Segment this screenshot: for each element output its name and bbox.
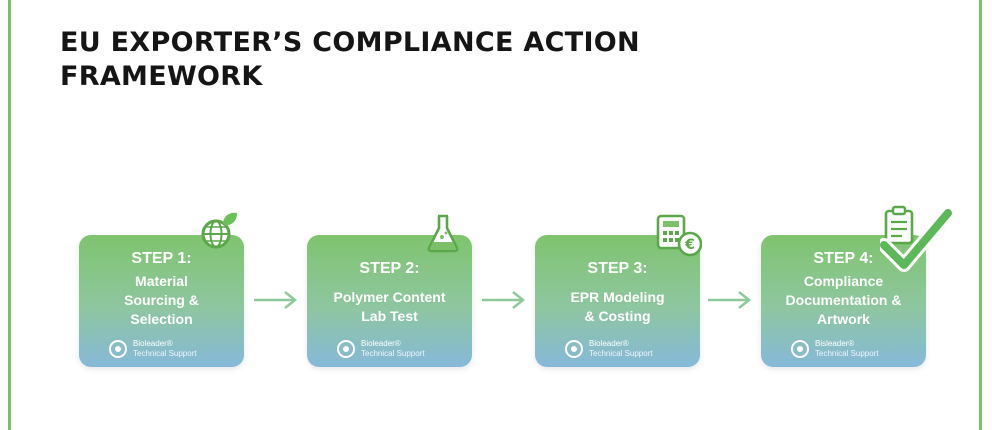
step-card-3: STEP 3: EPR Modeling & Costing Bioleader… xyxy=(535,235,700,367)
step-4-line-3: Artwork xyxy=(817,311,870,327)
brand-subtitle: Technical Support xyxy=(815,349,879,358)
step-3-line-2: & Costing xyxy=(584,308,651,324)
step-2-line-2: Lab Test xyxy=(361,308,418,324)
arrow-right-icon xyxy=(254,291,298,309)
step-2-text: Polymer Content Lab Test xyxy=(311,288,468,326)
step-2-line-1: Polymer Content xyxy=(333,289,446,305)
brand-name: Bioleader® xyxy=(361,339,401,348)
step-1-line-2: Sourcing & xyxy=(124,292,199,308)
brand-name: Bisleader® xyxy=(815,339,855,348)
arrow-right-icon xyxy=(708,291,752,309)
frame-border-left xyxy=(8,0,11,430)
arrow-right-icon xyxy=(482,291,526,309)
step-1-text: Material Sourcing & Selection xyxy=(83,272,240,329)
frame-border-right xyxy=(979,0,982,430)
step-card-4: STEP 4: Compliance Documentation & Artwo… xyxy=(761,235,926,367)
clipboard-check-icon xyxy=(880,205,952,272)
brand-logo-icon xyxy=(337,340,355,358)
step-4-line-2: Documentation & xyxy=(785,292,902,308)
step-3-line-1: EPR Modeling xyxy=(570,289,665,305)
brand-subtitle: Technical Support xyxy=(589,349,653,358)
step-4-line-1: Compliance xyxy=(803,273,884,289)
step-card-2: STEP 2: Polymer Content Lab Test Biolead… xyxy=(307,235,472,367)
brand-logo-icon xyxy=(109,340,127,358)
brand-subtitle: Technical Support xyxy=(133,349,197,358)
step-1-line-1: Material xyxy=(135,273,188,289)
step-1-label: STEP 1: xyxy=(131,250,192,267)
globe-leaf-icon xyxy=(201,212,237,249)
page-title: EU EXPORTER’S COMPLIANCE ACTION FRAMEWOR… xyxy=(60,27,640,92)
calculator-euro-icon: € xyxy=(656,214,702,257)
step-4-text: Compliance Documentation & Artwork xyxy=(765,272,922,329)
svg-text:€: € xyxy=(684,237,695,253)
step-card-1: STEP 1: Material Sourcing & Selection Bi… xyxy=(79,235,244,367)
brand-name: Bioleader® xyxy=(589,339,629,348)
brand-logo-icon xyxy=(791,340,809,358)
step-2-label: STEP 2: xyxy=(359,260,420,277)
step-3-text: EPR Modeling & Costing xyxy=(539,288,696,326)
flask-icon xyxy=(427,214,459,253)
brand-logo-icon xyxy=(565,340,583,358)
brand-name: Bioleader® xyxy=(133,339,173,348)
step-4-label: STEP 4: xyxy=(813,250,874,267)
brand-subtitle: Technical Support xyxy=(361,349,425,358)
step-1-line-3: Selection xyxy=(130,311,193,327)
step-3-label: STEP 3: xyxy=(587,260,648,277)
